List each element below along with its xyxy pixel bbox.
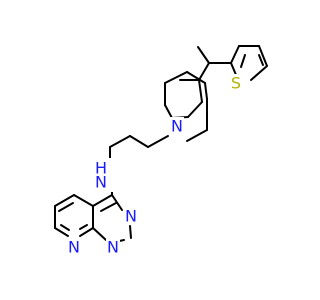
atom-labels: N S H N N N N bbox=[67, 74, 243, 257]
pyridine-ring bbox=[54, 194, 94, 237]
bond bbox=[147, 135, 169, 148]
molecule-canvas: N S H N N N N bbox=[54, 45, 268, 257]
bond bbox=[129, 135, 149, 148]
bond bbox=[258, 45, 268, 67]
amine-hydrogen-label: H bbox=[95, 159, 107, 178]
piperidine-ring-chair bbox=[164, 71, 208, 142]
bond bbox=[258, 54, 264, 66]
molecule-structure: N S H N N N N bbox=[54, 45, 268, 257]
bond bbox=[111, 194, 123, 211]
amine-nitrogen-label: N bbox=[95, 173, 107, 192]
thiophene-ring bbox=[230, 45, 268, 83]
bond bbox=[109, 135, 131, 148]
piperidine-nitrogen-label: N bbox=[171, 117, 183, 136]
bond bbox=[240, 54, 246, 68]
bond bbox=[204, 82, 208, 100]
bond bbox=[54, 227, 69, 237]
ethyl-linker bbox=[109, 135, 169, 169]
bond bbox=[79, 227, 94, 237]
pyrimidine-nitrogen-top-label: N bbox=[125, 207, 137, 226]
bond bbox=[230, 45, 240, 64]
bond bbox=[197, 46, 210, 64]
bond bbox=[187, 101, 203, 118]
bond bbox=[92, 194, 113, 207]
bond bbox=[73, 194, 94, 207]
bond bbox=[54, 194, 75, 207]
bond bbox=[186, 129, 208, 142]
bond bbox=[198, 79, 203, 103]
bond bbox=[92, 227, 107, 241]
bond bbox=[60, 224, 70, 231]
bond bbox=[186, 71, 206, 84]
bond bbox=[164, 71, 188, 84]
pyridine-nitrogen-label: N bbox=[68, 238, 80, 257]
bond bbox=[58, 202, 74, 212]
bond bbox=[129, 225, 132, 239]
piperidine-ring bbox=[171, 46, 210, 119]
bond bbox=[100, 202, 117, 212]
pyrimidine-nitrogen-mid-label: N bbox=[107, 238, 119, 257]
bond bbox=[198, 62, 210, 81]
bond bbox=[79, 224, 88, 230]
bond bbox=[250, 65, 268, 81]
bond bbox=[164, 104, 173, 119]
thiophene-sulfur-label: S bbox=[231, 74, 241, 93]
